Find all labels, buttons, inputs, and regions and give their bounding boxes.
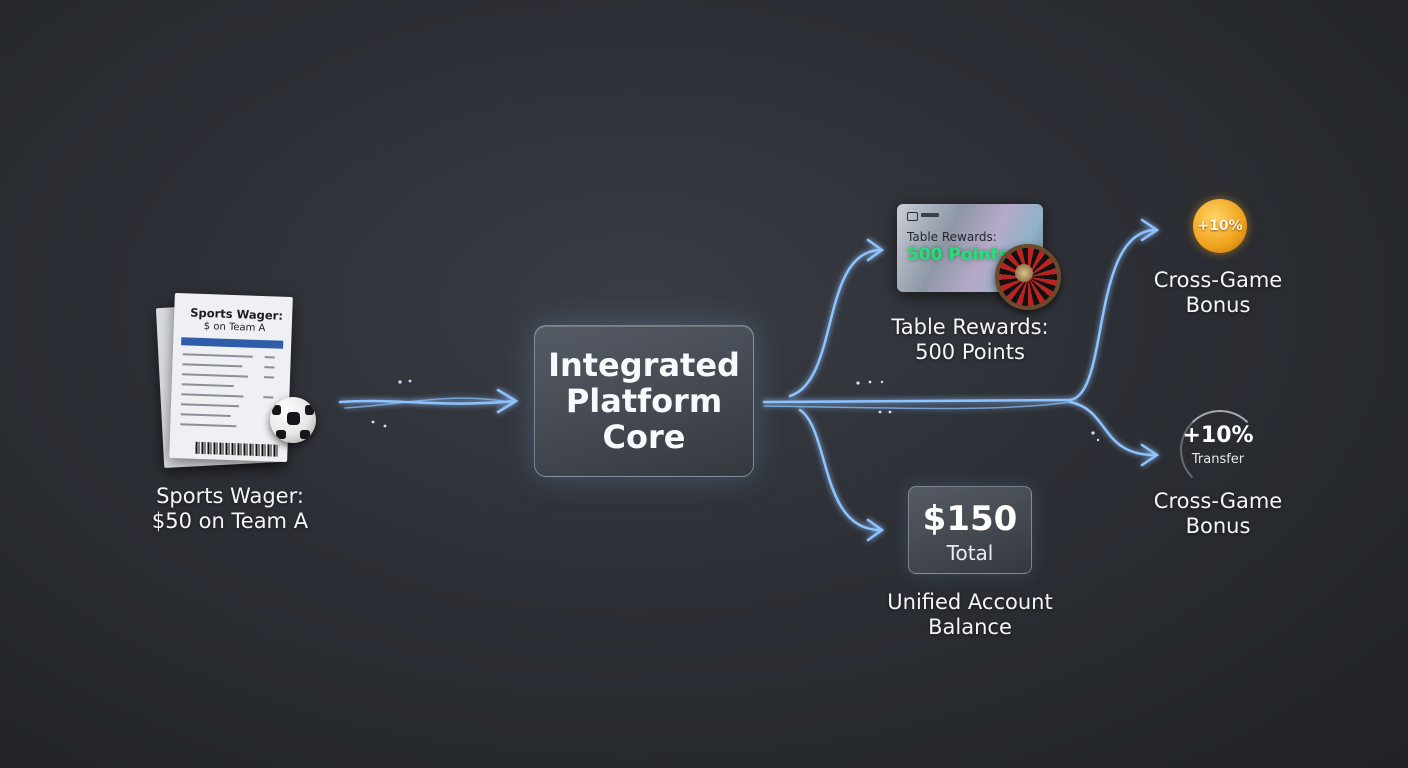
coin-text: +10% — [1197, 218, 1243, 234]
transfer-text: Transfer — [1191, 452, 1245, 467]
source-label-line2: $50 on Team A — [151, 509, 309, 533]
ticket-line — [181, 393, 244, 398]
card-chip-text — [921, 213, 939, 217]
ticket-line — [263, 396, 274, 399]
ticket-line — [182, 353, 253, 358]
input-flow-line — [338, 399, 517, 405]
ticket-subtitle: $ on Team A — [203, 321, 266, 335]
transfer-percent: +10% — [1182, 423, 1254, 448]
arrowhead-bonus-top — [1140, 218, 1160, 242]
balance-label: Unified Account Balance — [850, 590, 1090, 640]
bonus-bottom-label-line1: Cross-Game — [1153, 489, 1283, 513]
branch-bonus-bottom — [1068, 400, 1157, 457]
bonus-top-label: Cross-Game Bonus — [1118, 268, 1318, 318]
wager-ticket: Sports Wager: $ on Team A — [155, 292, 316, 468]
card-title: Table Rewards: — [907, 230, 997, 244]
ticket-line — [181, 403, 240, 408]
input-flow-line-2 — [344, 397, 511, 409]
branch-table-rewards — [788, 248, 882, 398]
branch-bonus-top — [1068, 228, 1157, 402]
balance-sub: Total — [946, 541, 994, 565]
ticket-line — [264, 356, 275, 359]
balance-amount: $150 — [922, 499, 1018, 539]
transfer-ring-icon — [1180, 410, 1260, 490]
bonus-bottom-label-line2: Bonus — [1185, 514, 1251, 538]
roulette-wheel-icon — [995, 244, 1061, 310]
table-rewards-label: Table Rewards: 500 Points — [860, 315, 1080, 365]
ticket-line — [264, 366, 275, 369]
card-points: 500 Points — [907, 245, 1009, 265]
arrowhead-table-rewards — [866, 238, 885, 262]
ticket-line — [180, 423, 237, 428]
balance-label-line2: Balance — [928, 615, 1012, 639]
ticket-line — [182, 363, 243, 368]
core-output-line-2 — [763, 401, 1071, 410]
ticket-line — [263, 376, 275, 379]
bonus-top-label-line1: Cross-Game — [1153, 268, 1283, 292]
barcode — [195, 441, 280, 457]
arrowhead-balance — [866, 518, 885, 542]
source-label-line1: Sports Wager: — [156, 484, 304, 508]
arrowhead-bonus-bottom — [1140, 443, 1160, 467]
input-arrowhead — [496, 388, 519, 414]
branch-balance — [798, 408, 882, 532]
balance-card: $150 Total — [908, 486, 1032, 574]
table-rewards-label-line1: Table Rewards: — [891, 315, 1049, 339]
ticket-line — [181, 383, 234, 388]
source-label: Sports Wager: $50 on Team A — [120, 484, 340, 534]
table-rewards-label-line2: 500 Points — [915, 340, 1025, 364]
balance-label-line1: Unified Account — [887, 590, 1053, 614]
core-output-line — [762, 398, 1072, 404]
platform-core-node: Integrated Platform Core — [534, 325, 754, 477]
ticket-header-band — [181, 337, 284, 349]
card-chip-icon — [907, 212, 918, 221]
bonus-bottom-label: Cross-Game Bonus — [1118, 489, 1318, 539]
ticket-line — [182, 373, 249, 378]
bonus-coin-icon: +10% — [1193, 199, 1247, 253]
table-rewards-card: Table Rewards: 500 Points — [897, 204, 1061, 310]
core-label: Integrated Platform Core — [548, 346, 740, 456]
ticket-front-paper: Sports Wager: $ on Team A — [169, 292, 293, 463]
ticket-line — [180, 413, 231, 418]
bonus-top-label-line2: Bonus — [1185, 293, 1251, 317]
soccer-ball-icon — [270, 397, 316, 443]
